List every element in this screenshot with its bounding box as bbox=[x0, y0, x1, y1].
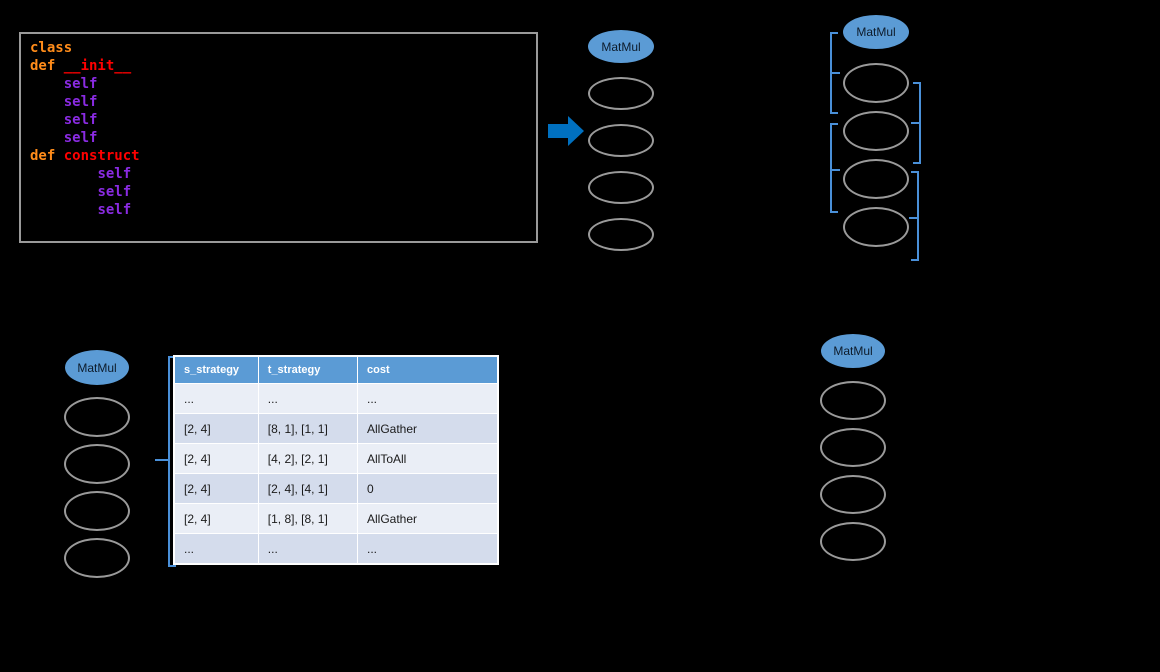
code-line: def construct bbox=[30, 147, 140, 165]
code-token-dunder: __init__ bbox=[63, 58, 132, 74]
code-token-self: self bbox=[63, 112, 98, 128]
node-matmul[interactable]: MatMul bbox=[843, 15, 909, 49]
table-row: ......... bbox=[174, 383, 499, 414]
node-blank[interactable] bbox=[588, 218, 654, 251]
node-blank[interactable] bbox=[843, 207, 909, 247]
code-line: self bbox=[30, 201, 140, 219]
table-body: .........[2, 4][8, 1], [1, 1]AllGather[2… bbox=[174, 383, 499, 564]
node-blank[interactable] bbox=[843, 159, 909, 199]
bracket-b-left-top bbox=[830, 32, 838, 114]
bracket-b-left-bottom bbox=[830, 123, 838, 213]
graph-a-node-stack: MatMul bbox=[588, 30, 658, 255]
code-token-fn: construct bbox=[63, 148, 140, 164]
table-row: [2, 4][8, 1], [1, 1]AllGather bbox=[174, 413, 499, 444]
node-blank[interactable] bbox=[843, 111, 909, 151]
code-token-self: self bbox=[63, 76, 98, 92]
table-cell-cost: AllGather bbox=[356, 413, 499, 444]
table-row: ......... bbox=[174, 533, 499, 564]
strategy-cost-table: s_strategy t_strategy cost .........[2, … bbox=[174, 356, 499, 564]
node-blank[interactable] bbox=[843, 63, 909, 103]
table-cell-s_strategy: ... bbox=[174, 383, 259, 414]
node-label: MatMul bbox=[833, 344, 873, 358]
code-token-kw: def bbox=[30, 58, 64, 74]
table-row: [2, 4][2, 4], [4, 1]0 bbox=[174, 473, 499, 504]
table-row: [2, 4][1, 8], [8, 1]AllGather bbox=[174, 503, 499, 534]
code-token-self: self bbox=[97, 184, 132, 200]
node-matmul[interactable]: MatMul bbox=[65, 350, 129, 385]
table-cell-t_strategy: ... bbox=[257, 383, 358, 414]
table-cell-s_strategy: [2, 4] bbox=[174, 503, 259, 534]
code-line: self bbox=[30, 111, 140, 129]
table-cell-cost: AllToAll bbox=[356, 443, 499, 474]
table-cell-s_strategy: [2, 4] bbox=[174, 413, 259, 444]
node-blank[interactable] bbox=[820, 428, 886, 467]
code-line: self bbox=[30, 165, 140, 183]
table-header-row: s_strategy t_strategy cost bbox=[174, 356, 499, 384]
table-cell-cost: 0 bbox=[356, 473, 499, 504]
code-line: class bbox=[30, 39, 140, 57]
code-token-kw: class bbox=[30, 40, 73, 56]
code-line: def __init__ bbox=[30, 57, 140, 75]
column-header-t-strategy: t_strategy bbox=[257, 356, 358, 384]
node-matmul[interactable]: MatMul bbox=[821, 334, 885, 368]
column-header-cost: cost bbox=[356, 356, 499, 384]
node-blank[interactable] bbox=[588, 77, 654, 110]
flow-arrow-icon bbox=[548, 115, 584, 147]
table-cell-s_strategy: [2, 4] bbox=[174, 473, 259, 504]
code-token-self: self bbox=[63, 130, 98, 146]
node-matmul[interactable]: MatMul bbox=[588, 30, 654, 63]
code-line: self bbox=[30, 183, 140, 201]
table-cell-s_strategy: [2, 4] bbox=[174, 443, 259, 474]
node-blank[interactable] bbox=[820, 522, 886, 561]
table-cell-t_strategy: [8, 1], [1, 1] bbox=[257, 413, 358, 444]
code-token-self: self bbox=[97, 166, 132, 182]
node-blank[interactable] bbox=[820, 475, 886, 514]
node-blank[interactable] bbox=[820, 381, 886, 420]
table-cell-s_strategy: ... bbox=[174, 533, 259, 564]
table-cell-cost: ... bbox=[356, 383, 499, 414]
bracket-b-right-top bbox=[913, 82, 921, 164]
table-cell-t_strategy: [4, 2], [2, 1] bbox=[257, 443, 358, 474]
node-blank[interactable] bbox=[588, 124, 654, 157]
node-label: MatMul bbox=[856, 25, 896, 39]
node-blank[interactable] bbox=[64, 491, 130, 531]
code-line: self bbox=[30, 93, 140, 111]
table-cell-t_strategy: [2, 4], [4, 1] bbox=[257, 473, 358, 504]
graph-d-node-stack: MatMul bbox=[820, 334, 890, 562]
node-blank[interactable] bbox=[588, 171, 654, 204]
column-header-s-strategy: s_strategy bbox=[174, 356, 259, 384]
table-cell-t_strategy: [1, 8], [8, 1] bbox=[257, 503, 358, 534]
table-cell-cost: AllGather bbox=[356, 503, 499, 534]
graph-b-node-stack: MatMul bbox=[843, 15, 913, 255]
code-token-kw: def bbox=[30, 148, 64, 164]
node-blank[interactable] bbox=[64, 397, 130, 437]
graph-c-node-stack: MatMul bbox=[64, 350, 134, 578]
node-blank[interactable] bbox=[64, 538, 130, 578]
code-token-self: self bbox=[97, 202, 132, 218]
code-line: self bbox=[30, 129, 140, 147]
table-cell-cost: ... bbox=[356, 533, 499, 564]
table-row: [2, 4][4, 2], [2, 1]AllToAll bbox=[174, 443, 499, 474]
node-blank[interactable] bbox=[64, 444, 130, 484]
table-cell-t_strategy: ... bbox=[257, 533, 358, 564]
code-token-self: self bbox=[63, 94, 98, 110]
node-label: MatMul bbox=[601, 39, 641, 54]
code-line: self bbox=[30, 75, 140, 93]
node-label: MatMul bbox=[77, 360, 117, 375]
